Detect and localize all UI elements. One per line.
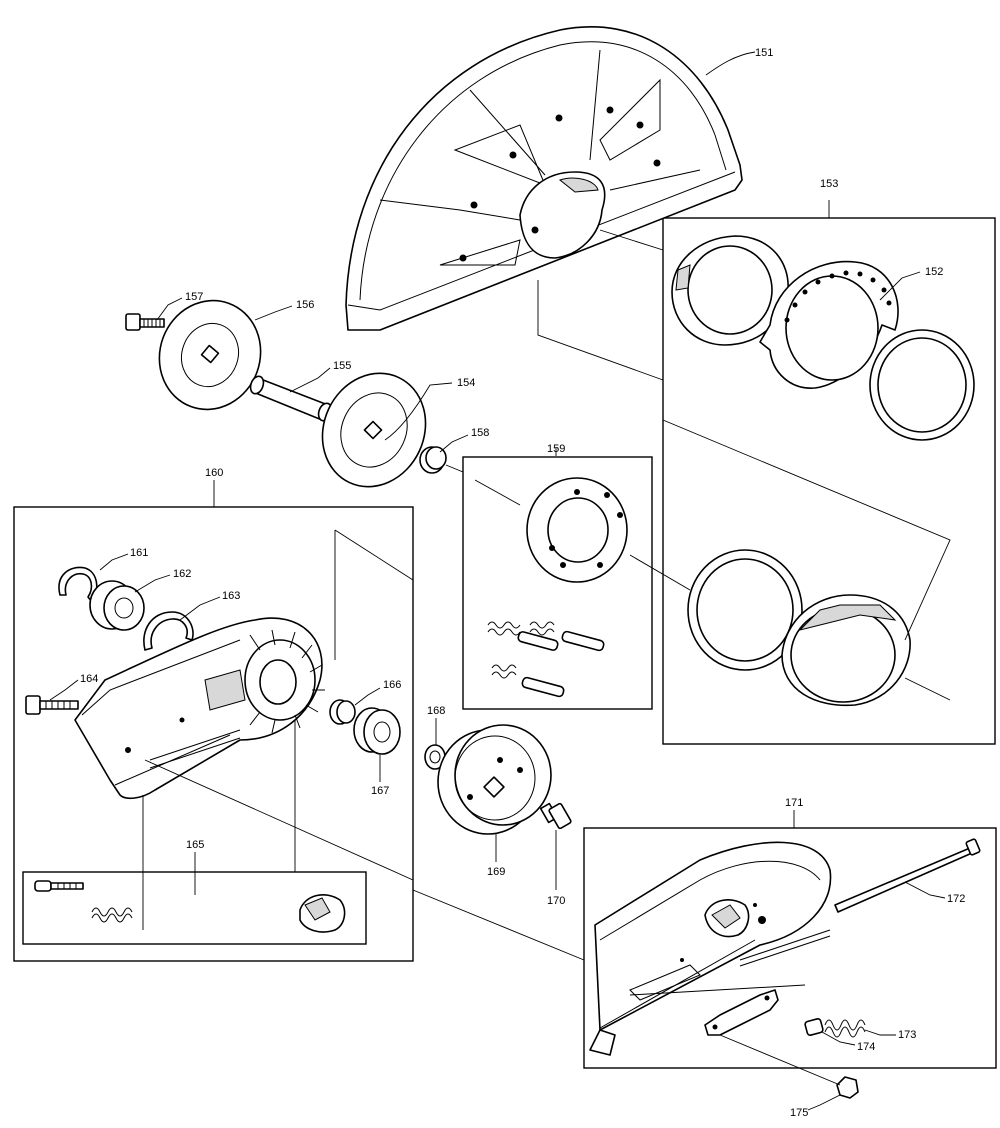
group-box-159 xyxy=(462,456,653,710)
spring-173 xyxy=(824,1019,866,1038)
label-162: 162 xyxy=(173,568,191,580)
label-152: 152 xyxy=(925,266,943,278)
bolt-170 xyxy=(539,802,572,830)
collar-168 xyxy=(424,744,446,770)
wheel-guard-151 xyxy=(345,26,743,331)
label-154: 154 xyxy=(457,377,475,389)
label-157: 157 xyxy=(185,291,203,303)
nut-175 xyxy=(836,1076,859,1099)
label-163: 163 xyxy=(222,590,240,602)
tension-bolt-172 xyxy=(834,838,981,913)
nut-174 xyxy=(804,1018,824,1036)
toothed-ring-153 xyxy=(781,594,911,707)
spring-165 xyxy=(91,907,133,923)
label-159: 159 xyxy=(547,443,565,455)
flange-plate-159 xyxy=(526,477,628,583)
tension-plate-171 xyxy=(704,989,779,1036)
inner-flange-154 xyxy=(321,372,427,488)
bearing-167 xyxy=(353,707,401,755)
label-172: 172 xyxy=(947,893,965,905)
label-151: 151 xyxy=(755,47,773,59)
outer-flange-156 xyxy=(158,299,262,411)
label-173: 173 xyxy=(898,1029,916,1041)
label-156: 156 xyxy=(296,299,314,311)
label-171: 171 xyxy=(785,797,803,809)
label-174: 174 xyxy=(857,1041,875,1053)
spring-pin-set-159 xyxy=(487,621,605,698)
label-168: 168 xyxy=(427,705,445,717)
clamp-ring-153 xyxy=(671,235,789,346)
bolt-164 xyxy=(25,695,79,715)
flat-ring-lower-153 xyxy=(687,549,803,671)
label-175: 175 xyxy=(790,1107,808,1119)
collar-158 xyxy=(419,446,447,474)
label-158: 158 xyxy=(471,427,489,439)
spindle-155 xyxy=(249,375,333,422)
label-167: 167 xyxy=(371,785,389,797)
group-box-165 xyxy=(22,871,367,945)
cutter-arm-160 xyxy=(74,617,325,800)
label-170: 170 xyxy=(547,895,565,907)
scale-plate-152 xyxy=(759,260,899,389)
label-160: 160 xyxy=(205,467,223,479)
group-box-160 xyxy=(13,506,414,962)
pin-165 xyxy=(34,880,84,892)
label-169: 169 xyxy=(487,866,505,878)
knob-165 xyxy=(299,894,346,933)
label-155: 155 xyxy=(333,360,351,372)
bolt-157 xyxy=(125,313,165,331)
label-161: 161 xyxy=(130,547,148,559)
belt-cover-171 xyxy=(589,841,832,1056)
pulley-169 xyxy=(437,724,552,835)
flat-ring-153 xyxy=(869,329,975,441)
label-153: 153 xyxy=(820,178,838,190)
collar-166 xyxy=(329,699,356,725)
snap-ring-163 xyxy=(143,611,194,651)
snap-ring-161 xyxy=(58,566,98,603)
label-166: 166 xyxy=(383,679,401,691)
group-box-171 xyxy=(583,827,997,1069)
label-165: 165 xyxy=(186,839,204,851)
bearing-162 xyxy=(89,580,145,631)
label-164: 164 xyxy=(80,673,98,685)
